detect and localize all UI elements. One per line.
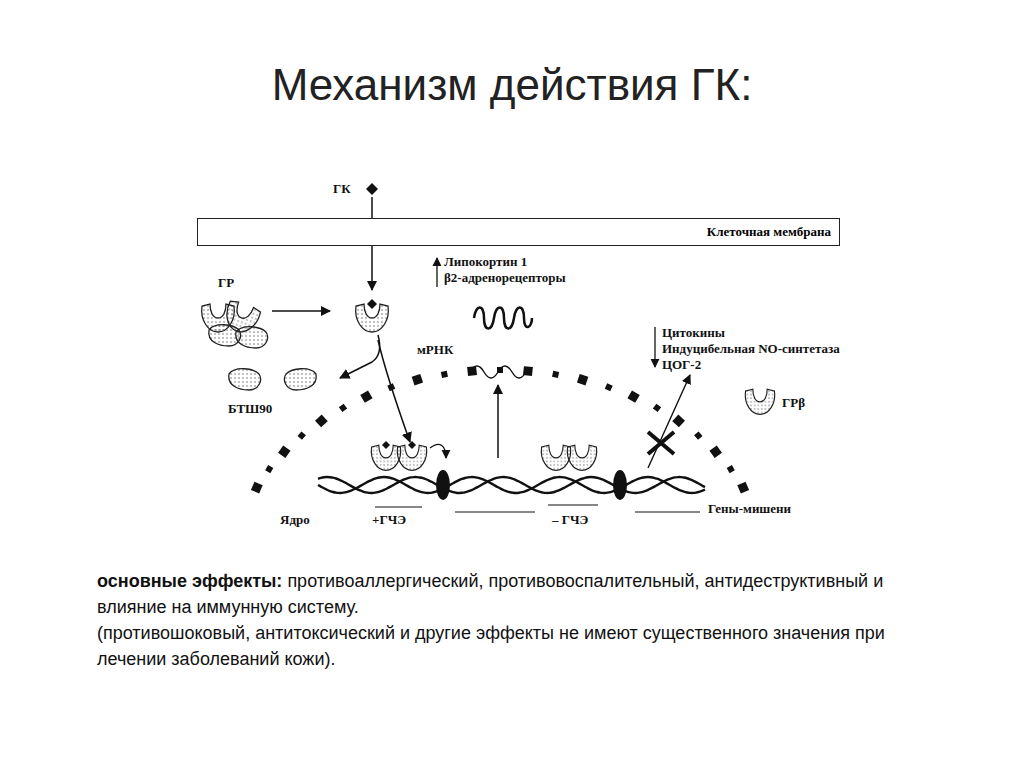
effects-text: основные эффекты:противоаллергический, п… [97, 568, 897, 672]
product-label: β2-адренорецепторы [444, 271, 566, 285]
node-text: Клеточная мембрана [707, 225, 831, 239]
membrane-dot [653, 404, 661, 412]
membrane-dot [297, 431, 305, 439]
slide-title: Механизм действия ГК: [0, 60, 1024, 110]
ligand-label: ГК [333, 182, 351, 196]
membrane-dot [467, 366, 477, 376]
product-label: Цитокины [662, 326, 725, 340]
receptor-complex [202, 299, 330, 348]
bound-receptor [340, 299, 410, 442]
dna-strand [318, 477, 705, 493]
genes-label: Гены-мишени [708, 502, 791, 516]
membrane-dot [727, 465, 735, 473]
membrane-dot [441, 371, 448, 378]
membrane-dot [737, 482, 749, 494]
protein-label: БТШ90 [228, 402, 272, 416]
dna-helix [318, 477, 705, 493]
membrane-dot [360, 390, 372, 402]
receptor-label: ГРβ [782, 396, 805, 410]
product-label: ЦОГ-2 [662, 358, 701, 372]
gr-beta [745, 389, 774, 414]
membrane-dot [412, 374, 423, 385]
membrane-dot [339, 404, 347, 412]
membrane-dot [315, 415, 328, 428]
membrane-dot [694, 431, 702, 439]
mrna-label: мРНК [417, 343, 453, 357]
dna-strand [318, 477, 705, 493]
membrane-dot [627, 390, 639, 402]
membrane-dot [605, 383, 613, 391]
membrane-dot [577, 374, 588, 385]
membrane-dot [251, 482, 263, 494]
membrane-dot [552, 371, 559, 378]
nuclear-membrane [251, 366, 749, 493]
receptor-label: ГР [218, 276, 234, 290]
membrane-dot [265, 465, 273, 473]
effects-note: (противошоковый, антитоксический и други… [97, 620, 897, 672]
membrane-dot [278, 445, 291, 458]
product-label: Липокортин 1 [444, 255, 527, 269]
effects-heading: основные эффекты: [97, 571, 282, 591]
product-label: Индуцибельная NO-синтетаза [662, 342, 840, 356]
hsp90 [229, 369, 316, 390]
element-label: – ГЧЭ [552, 513, 588, 527]
nucleus-label: Ядро [280, 513, 310, 527]
membrane-dot [709, 445, 722, 458]
element-label: +ГЧЭ [372, 513, 406, 527]
transcription [437, 258, 690, 468]
membrane-dot [387, 383, 395, 391]
membrane-band: Клеточная мембрана [197, 218, 840, 246]
membrane-dot [672, 415, 685, 428]
